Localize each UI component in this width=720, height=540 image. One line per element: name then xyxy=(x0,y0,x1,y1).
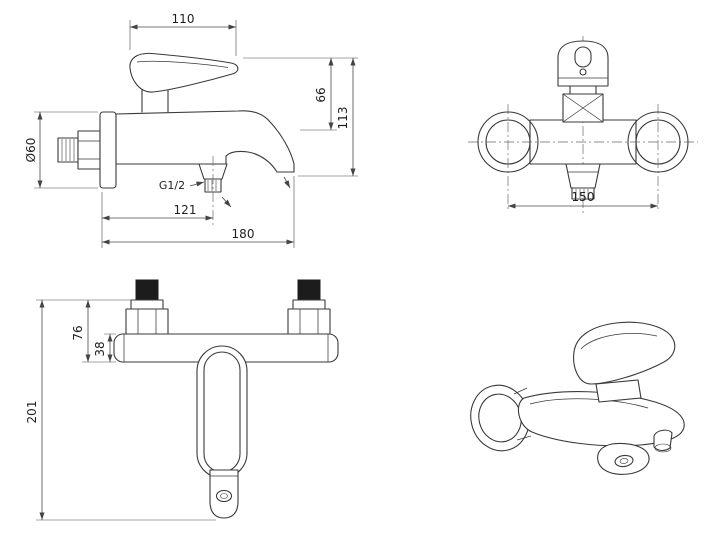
front-dim-inlet-centres: 150 xyxy=(508,190,658,209)
iso-diverter xyxy=(653,429,673,452)
plan-view: 76 38 201 xyxy=(25,279,339,521)
front-view: 150 xyxy=(468,36,698,214)
aerator-plan xyxy=(215,489,233,503)
plan-dim-bar-width: 38 xyxy=(93,334,113,362)
side-dim-outlet-offset: 121 xyxy=(101,192,213,248)
right-hex-nut xyxy=(287,308,331,335)
side-dim-outlet-offset-label: 121 xyxy=(174,203,197,217)
side-view-geometry xyxy=(57,52,295,226)
iso-spout xyxy=(597,442,650,475)
side-dim-flange-diameter-label: Ø60 xyxy=(24,138,38,163)
iso-handle xyxy=(573,321,676,385)
front-dim-inlet-centres-label: 150 xyxy=(572,190,595,204)
diverter-front xyxy=(565,163,601,189)
plan-dim-overall-length-label: 201 xyxy=(25,401,39,424)
side-dim-spout-height-label: 66 xyxy=(314,87,328,102)
left-hex-nut xyxy=(125,308,169,335)
faucet-body xyxy=(115,110,295,173)
spout-plan xyxy=(209,469,239,519)
plan-view-geometry xyxy=(113,279,339,519)
cartridge-neck xyxy=(141,86,169,113)
lever-handle xyxy=(129,52,239,93)
wall-flange xyxy=(99,111,117,189)
flow-arrow-spout xyxy=(283,176,291,189)
side-dim-spout-height: 66 xyxy=(243,57,358,131)
side-dim-overall-height-label: 113 xyxy=(336,107,350,130)
side-dim-outlet-thread: G1/2 xyxy=(159,179,205,192)
side-dim-overall-reach-label: 180 xyxy=(232,227,255,241)
flow-arrow-outlet xyxy=(221,196,232,208)
iso-aerator xyxy=(614,454,634,468)
handle-front xyxy=(557,40,609,87)
plan-dim-body-offset-label: 76 xyxy=(71,325,85,340)
side-dim-overall-height: 113 xyxy=(298,57,358,177)
right-bolt xyxy=(297,279,321,301)
plan-dim-overall-length: 201 xyxy=(25,300,216,521)
inlet-nipple xyxy=(57,137,79,163)
front-view-geometry xyxy=(477,40,689,200)
side-view: 110 Ø60 66 113 G1/2 121 xyxy=(24,12,358,248)
side-dim-overall-reach: 180 xyxy=(102,176,295,248)
right-wall-flange xyxy=(627,111,689,173)
left-bolt xyxy=(135,279,159,301)
isometric-geometry xyxy=(470,321,685,475)
side-dim-handle-length: 110 xyxy=(129,12,237,56)
side-dim-handle-length-label: 110 xyxy=(172,12,195,26)
diverter xyxy=(198,163,228,180)
left-wall-flange xyxy=(477,111,539,173)
isometric-view xyxy=(470,321,685,475)
hex-nut xyxy=(77,130,101,170)
aerator-front xyxy=(571,187,595,200)
side-dim-flange-diameter: Ø60 xyxy=(24,111,98,189)
iso-cartridge xyxy=(595,379,642,403)
plan-dim-bar-width-label: 38 xyxy=(93,341,107,356)
side-dim-outlet-thread-label: G1/2 xyxy=(159,179,185,192)
